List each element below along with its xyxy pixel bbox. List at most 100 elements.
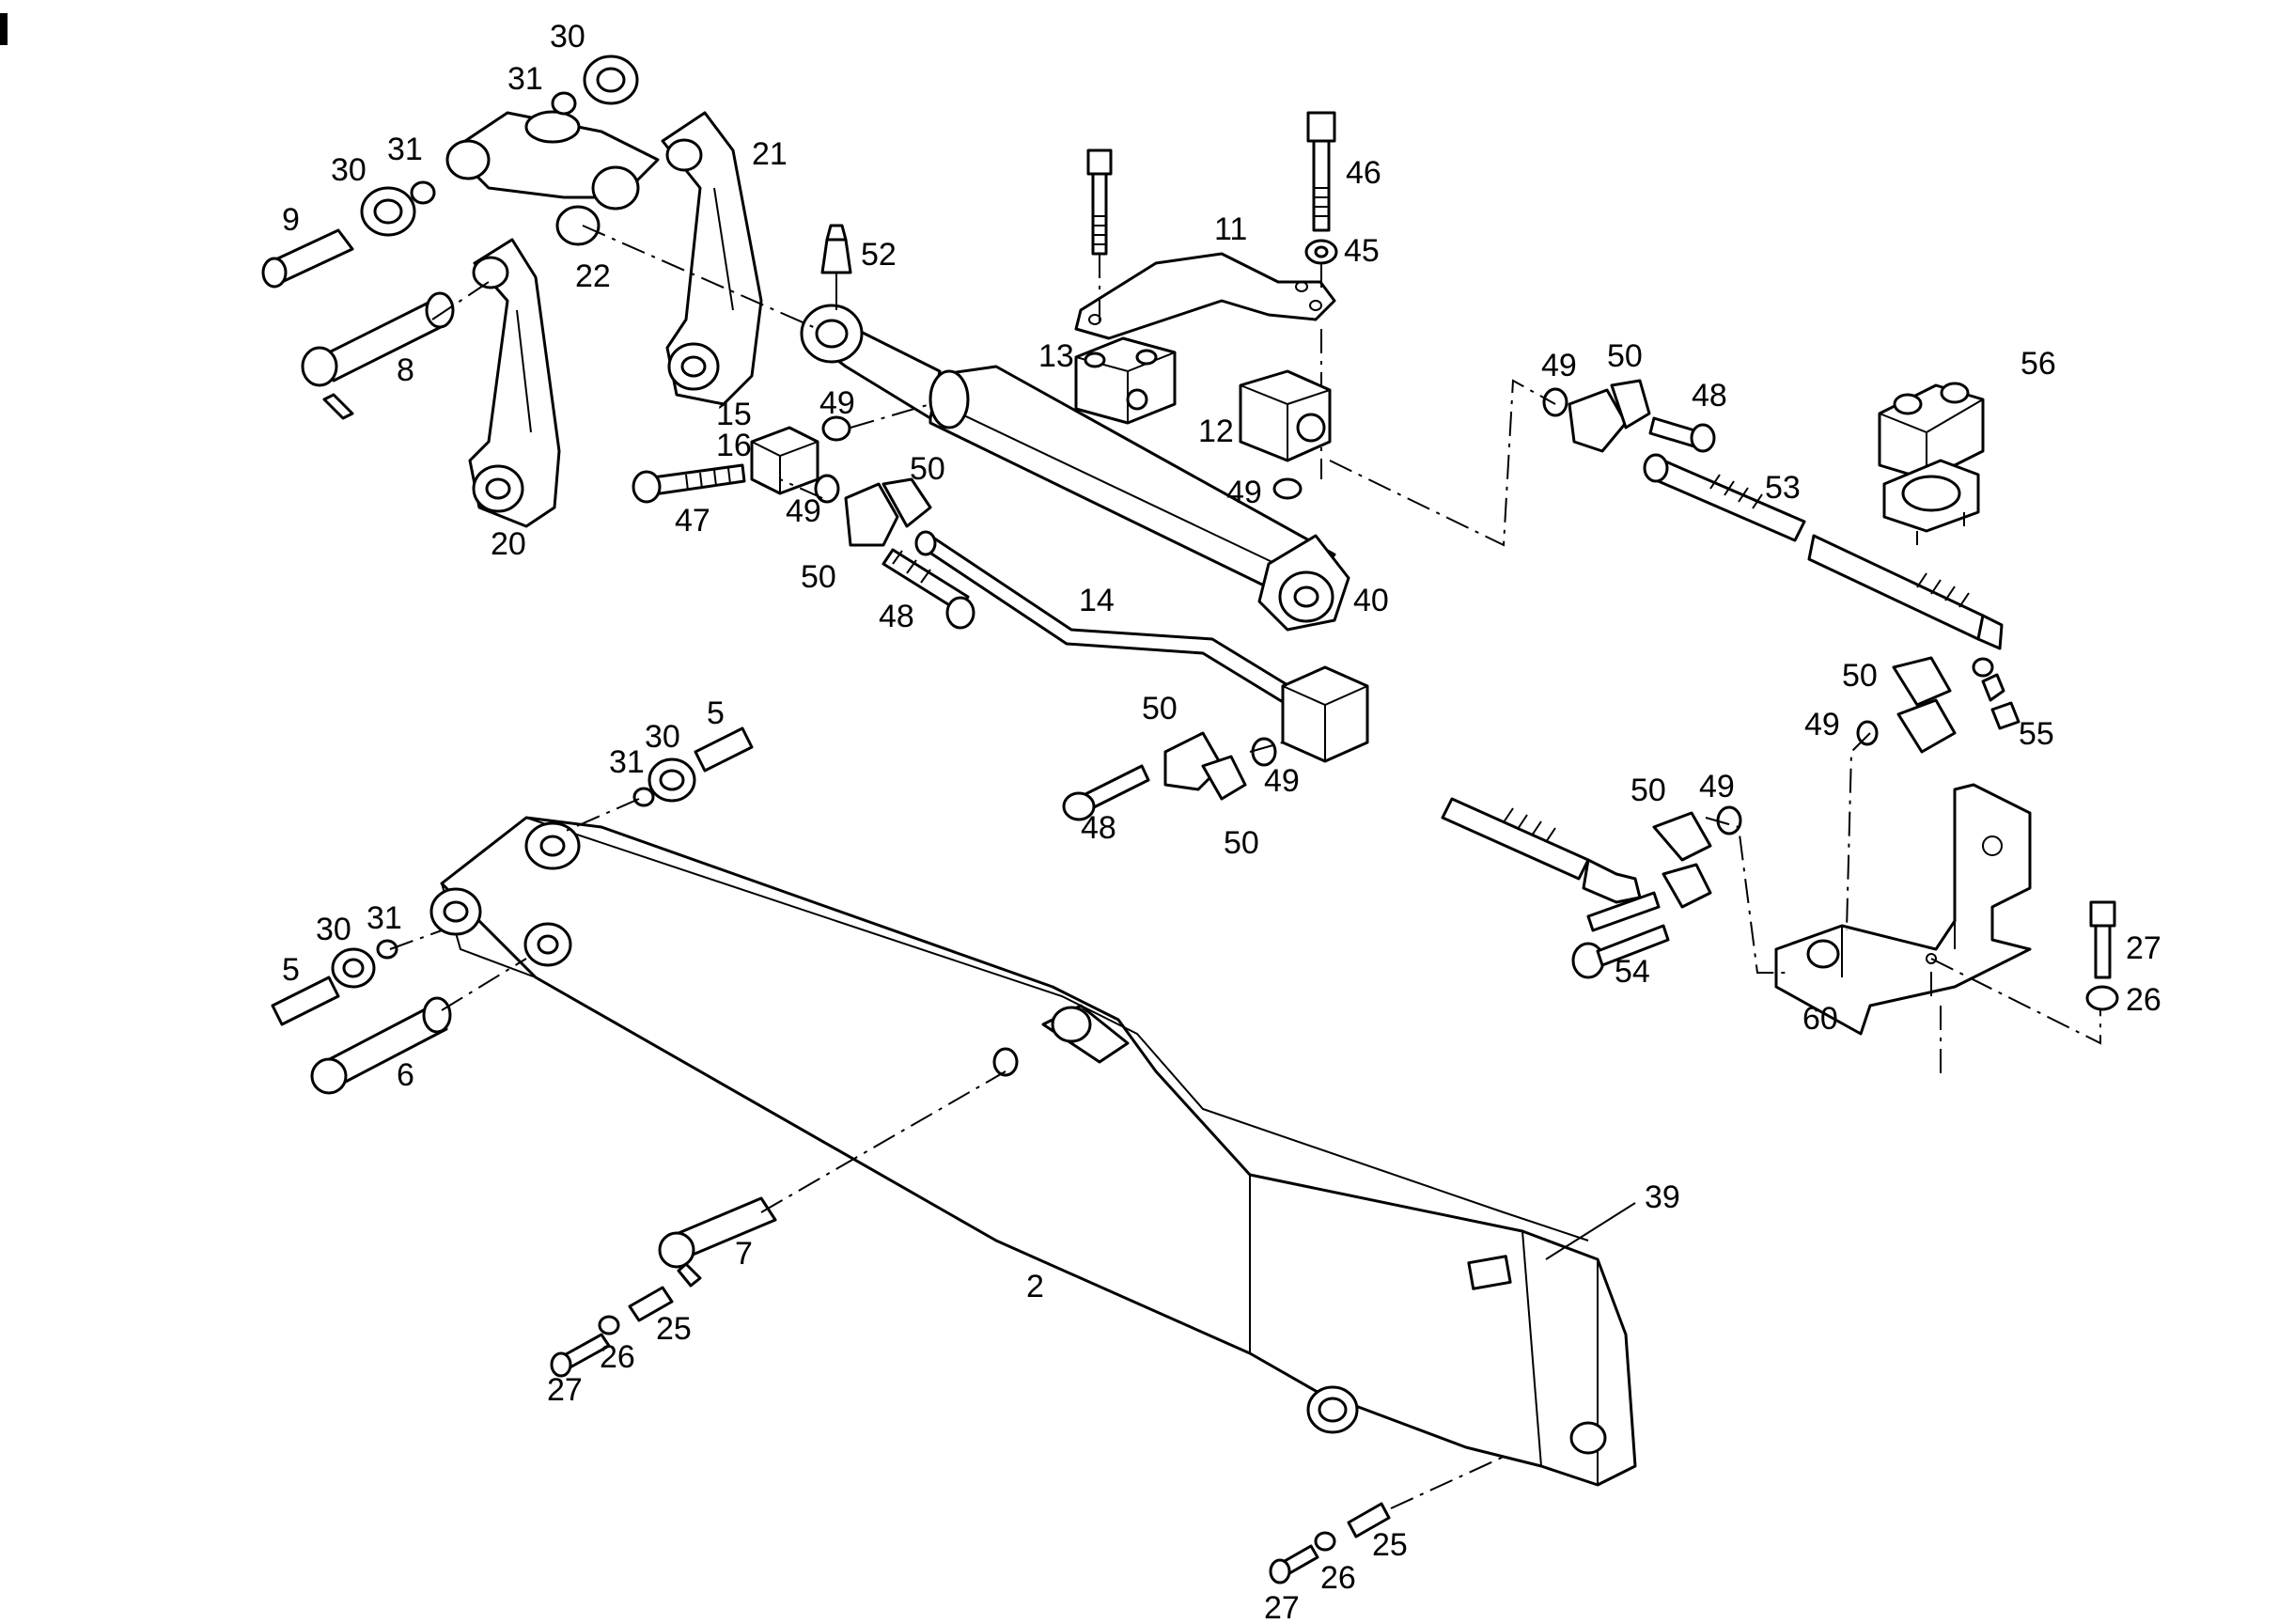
bolt-47 (632, 463, 746, 504)
bracket-60 (1774, 783, 2032, 1036)
block-56 (1878, 382, 1985, 545)
label-39: 39 (1645, 1179, 1680, 1215)
label-11: 11 (1214, 211, 1247, 247)
block-13 (1074, 336, 1177, 425)
label-46: 46 (1346, 155, 1381, 191)
label-60: 60 (1802, 1001, 1838, 1037)
clamp-50-left (814, 415, 932, 547)
block-15-16 (750, 426, 819, 495)
washer-49-under-12 (1272, 477, 1303, 500)
label-27a: 27 (547, 1372, 583, 1408)
label-49g: 49 (1699, 769, 1735, 804)
label-16: 16 (716, 428, 752, 463)
pipe-14 (914, 530, 1369, 763)
bolt-27-26-25-right (1269, 1502, 1391, 1585)
bolt-48-bottom (1062, 764, 1150, 821)
pin-7 (658, 1196, 777, 1288)
label-13: 13 (1038, 338, 1074, 374)
label-50b: 50 (801, 559, 836, 595)
label-56: 56 (2021, 346, 2056, 382)
label-50c: 50 (1607, 338, 1643, 374)
bolt-upper-left (1086, 148, 1113, 324)
pin-6 (310, 996, 452, 1095)
clamp-50-55 (1856, 656, 2021, 754)
pin-8 (301, 291, 455, 420)
label-48a: 48 (879, 599, 914, 634)
label-31a: 31 (507, 61, 543, 97)
label-30b: 30 (331, 152, 367, 188)
label-47: 47 (675, 503, 710, 539)
assembly-lines (389, 225, 2101, 1509)
label-49e: 49 (1804, 707, 1840, 742)
bolt-27-26-25-left (550, 1286, 674, 1378)
label-30a: 30 (550, 19, 585, 55)
clamp-50-bottom (1163, 731, 1277, 801)
bolt-48-left (882, 548, 975, 630)
label-48b: 48 (1692, 378, 1727, 414)
yoke-22 (445, 110, 660, 246)
hose-53 (1643, 453, 2004, 678)
label-21: 21 (752, 136, 788, 172)
label-31b: 31 (387, 132, 423, 167)
label-27c: 27 (2126, 930, 2161, 966)
label-6: 6 (397, 1057, 414, 1093)
label-31c: 31 (609, 744, 645, 780)
label-50g: 50 (1630, 773, 1666, 808)
label-55: 55 (2019, 716, 2054, 752)
label-26a: 26 (600, 1339, 635, 1375)
label-5a: 5 (707, 695, 725, 731)
label-48c: 48 (1081, 810, 1116, 846)
label-31d: 31 (367, 900, 402, 936)
label-2: 2 (1026, 1269, 1044, 1304)
label-26b: 26 (1320, 1560, 1356, 1596)
bushing-30-mid (632, 726, 754, 807)
label-49c: 49 (1226, 475, 1262, 510)
label-25b: 25 (1372, 1527, 1408, 1563)
pin-9 (261, 228, 354, 289)
clamp-50-lower-right (1652, 805, 1742, 909)
label-26c: 26 (2126, 982, 2161, 1018)
label-49d: 49 (1541, 348, 1577, 383)
label-7: 7 (735, 1236, 753, 1272)
label-52: 52 (861, 237, 897, 273)
label-50a: 50 (910, 451, 945, 487)
hose-54 (1441, 797, 1670, 979)
bolt-48-right (1648, 416, 1716, 453)
label-30d: 30 (316, 912, 351, 947)
lever-20 (468, 238, 561, 528)
label-45: 45 (1344, 233, 1380, 269)
label-8: 8 (397, 352, 414, 388)
bolt-27-26-right (2085, 900, 2119, 1011)
main-boom (429, 816, 1637, 1487)
corner-mark (0, 13, 8, 45)
label-49a: 49 (819, 385, 855, 421)
label-5b: 5 (282, 952, 300, 988)
clamp-50-right-top (1542, 379, 1651, 453)
label-49b: 49 (786, 493, 821, 529)
block-12 (1239, 369, 1332, 462)
label-49f: 49 (1264, 763, 1300, 799)
label-22: 22 (575, 258, 611, 294)
bracket-11 (1074, 252, 1336, 340)
label-15: 15 (716, 397, 752, 432)
label-50d: 50 (1842, 658, 1878, 694)
cylinder-40 (800, 304, 1350, 632)
label-12: 12 (1198, 414, 1234, 449)
label-50f: 50 (1224, 825, 1259, 861)
bolt-46-45 (1304, 111, 1338, 479)
label-14: 14 (1079, 583, 1115, 618)
grease-nipple-52 (820, 224, 852, 310)
bushing-30-top (360, 55, 639, 237)
label-20: 20 (491, 526, 526, 562)
label-30c: 30 (645, 719, 680, 755)
lever-21 (661, 111, 763, 406)
label-9: 9 (282, 202, 300, 238)
part-labels: 30 31 30 31 9 21 22 8 20 52 15 16 47 49 … (282, 19, 2161, 1624)
label-54: 54 (1615, 954, 1650, 990)
label-50e: 50 (1142, 691, 1178, 726)
label-27b: 27 (1264, 1590, 1300, 1624)
label-53: 53 (1765, 470, 1801, 506)
bushing-30-low (271, 939, 398, 1026)
label-40: 40 (1353, 583, 1389, 618)
